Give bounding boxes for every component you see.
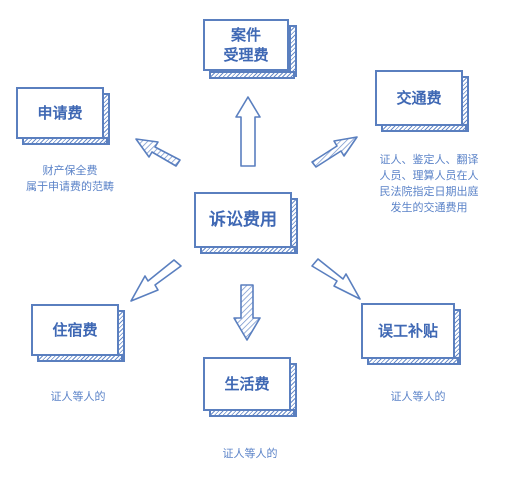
- lodging-fee-label: 住宿费: [52, 320, 98, 339]
- arrow-to-living-fee: [233, 284, 261, 341]
- transport-fee-note-line2: 人员、理算人员在人: [379, 169, 479, 182]
- arrow-to-case-fee: [235, 96, 261, 167]
- living-fee-label: 生活费: [224, 374, 270, 393]
- litigation-costs-node: 诉讼费用: [194, 192, 298, 254]
- application-fee-note: 财产保全费 属于申请费的范畴: [15, 163, 125, 195]
- litigation-costs-label: 诉讼费用: [209, 209, 277, 230]
- application-fee-note-line2: 属于申请费的范畴: [26, 180, 114, 193]
- transport-fee-note-line3: 民法院指定日期出庭: [379, 185, 479, 198]
- lost-work-subsidy-node: 误工补贴: [361, 303, 461, 365]
- arrow-to-transport-fee: [311, 136, 358, 168]
- arrow-to-lost-work-subsidy: [311, 258, 361, 300]
- case-fee-label-line1: 案件: [230, 25, 261, 44]
- living-fee-note: 证人等人的: [222, 447, 278, 460]
- transport-fee-note-line4: 发生的交通费用: [390, 201, 468, 214]
- application-fee-note-line1: 财产保全费: [42, 164, 98, 177]
- transport-fee-label: 交通费: [396, 88, 442, 107]
- transport-fee-note: 证人、鉴定人、翻译 人员、理算人员在人 民法院指定日期出庭 发生的交通费用: [366, 152, 492, 216]
- case-fee-node: 案件 受理费: [203, 19, 297, 79]
- application-fee-label: 申请费: [37, 103, 83, 122]
- lost-work-subsidy-note: 证人等人的: [390, 390, 446, 403]
- arrow-to-application-fee: [135, 138, 181, 167]
- lodging-fee-node: 住宿费: [31, 304, 125, 362]
- arrow-to-lodging-fee: [130, 259, 182, 302]
- lost-work-subsidy-label: 误工补贴: [377, 321, 438, 340]
- case-fee-label-line2: 受理费: [223, 46, 269, 64]
- lodging-fee-note: 证人等人的: [50, 390, 106, 403]
- living-fee-node: 生活费: [203, 357, 297, 417]
- transport-fee-note-line1: 证人、鉴定人、翻译: [379, 153, 479, 166]
- transport-fee-node: 交通费: [375, 70, 469, 132]
- application-fee-node: 申请费: [16, 87, 110, 145]
